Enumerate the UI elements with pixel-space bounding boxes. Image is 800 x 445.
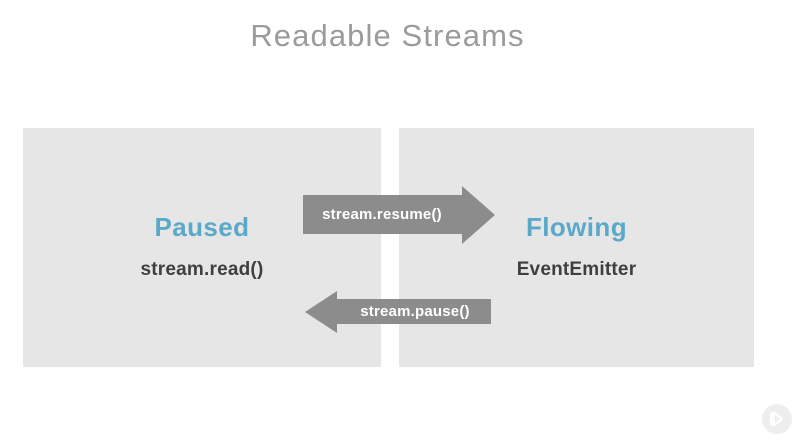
transition-arrow-pause: stream.pause() bbox=[305, 291, 491, 333]
state-panel-flowing: Flowing EventEmitter bbox=[399, 128, 754, 367]
page-title: Readable Streams bbox=[250, 18, 525, 53]
state-panel-paused: Paused stream.read() bbox=[23, 128, 381, 367]
arrow-left-icon bbox=[305, 291, 491, 333]
state-method-flowing: EventEmitter bbox=[516, 259, 637, 280]
transition-arrow-resume: stream.resume() bbox=[303, 186, 495, 244]
state-title-paused: Paused bbox=[154, 212, 250, 242]
state-title-flowing: Flowing bbox=[526, 212, 627, 242]
transition-label-resume: stream.resume() bbox=[322, 206, 442, 223]
state-method-paused: stream.read() bbox=[140, 259, 264, 280]
skip-next-icon[interactable] bbox=[761, 403, 793, 435]
transition-label-pause: stream.pause() bbox=[360, 303, 470, 320]
arrow-right-icon bbox=[303, 186, 495, 244]
